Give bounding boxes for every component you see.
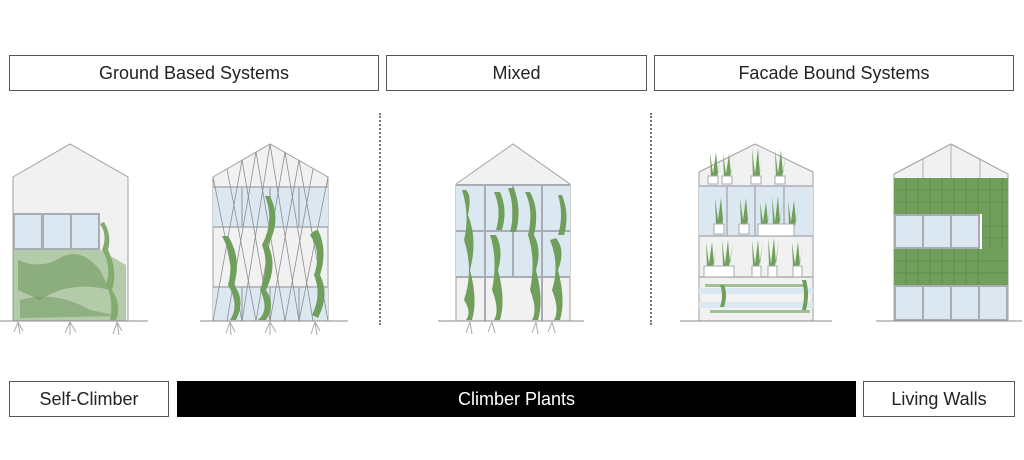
ground-based-systems-text: Ground Based Systems [98, 62, 290, 83]
living-walls-label: Living Walls [863, 381, 1015, 417]
self-climber-text: Self-Climber [39, 388, 139, 409]
climber-plants-text: Climber Plants [457, 388, 576, 409]
facade-bound-systems-text: Facade Bound Systems [738, 62, 930, 83]
roots [13, 321, 123, 336]
mixed-text: Mixed [492, 62, 541, 83]
shelf-vines [705, 280, 810, 313]
separator-mixed-facade [650, 113, 652, 325]
facade-bound-systems-label: Facade Bound Systems [654, 55, 1014, 91]
climber-plants-bar: Climber Plants [177, 381, 856, 417]
ivy-cover [13, 222, 126, 321]
planter-shelf-facade-illustration [680, 143, 832, 322]
climbing-vines [222, 196, 325, 320]
potted-plants [703, 148, 803, 278]
living-walls-text: Living Walls [891, 388, 987, 409]
self-climber-facade-illustration [0, 143, 148, 336]
living-wall-module-facade-illustration [876, 143, 1022, 322]
living-wall-module-grid [894, 178, 1008, 285]
mixed-label: Mixed [386, 55, 647, 91]
mixed-hanging-climber-facade-illustration [438, 143, 584, 335]
trellis-climber-facade-illustration [200, 143, 348, 336]
separator-ground-mixed [379, 113, 381, 325]
ground-based-systems-label: Ground Based Systems [9, 55, 379, 91]
self-climber-label: Self-Climber [9, 381, 169, 417]
hanging-and-climbing-vines [462, 188, 567, 320]
window-band [13, 213, 100, 250]
